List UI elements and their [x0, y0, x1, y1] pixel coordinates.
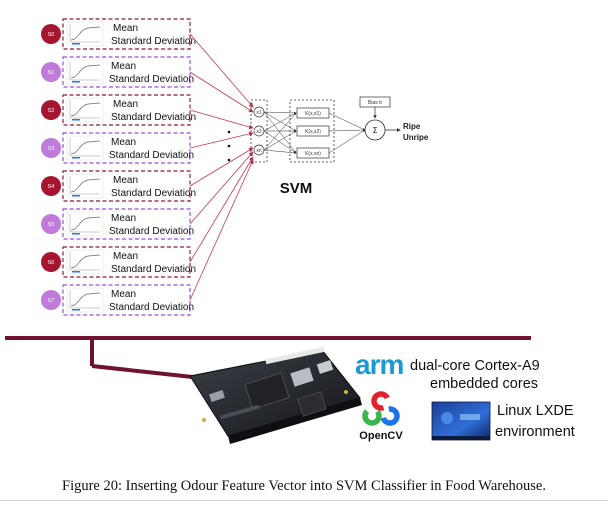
sensor-id: S7 — [48, 298, 55, 304]
arm-text-line2: embedded cores — [430, 376, 538, 392]
feature-arrow — [189, 159, 254, 301]
sensor-mean-label: Mean — [111, 137, 136, 148]
sensor-chart-icon — [66, 97, 104, 123]
fpga-board-image — [189, 346, 362, 444]
output-ripe: Ripe — [403, 122, 421, 131]
bias-label: Bias b — [368, 100, 382, 106]
input-layer-box — [250, 99, 268, 163]
kernel-node-label: K(x,x2) — [305, 129, 321, 135]
feature-arrow — [189, 151, 254, 225]
feature-arrows — [189, 33, 254, 301]
ellipsis-dot — [227, 130, 231, 134]
bus-bar — [5, 336, 531, 340]
sensor-id: S2 — [48, 108, 55, 114]
sensor-chart-icon — [66, 21, 104, 47]
feature-arrow — [189, 33, 254, 108]
sensor-id: S1 — [48, 70, 55, 76]
sensor-mean-label: Mean — [113, 175, 138, 186]
sensor-std-label: Standard Deviation — [111, 36, 196, 47]
feature-arrow — [189, 147, 254, 187]
svm-network: x1 x2 xn K(x,x1) K(x,x2) K(x,xn) Σ Bias b Rip… — [227, 96, 429, 197]
sensor-mean-label: Mean — [113, 99, 138, 110]
sensor-frame — [62, 94, 191, 126]
sensor-frame — [62, 170, 191, 202]
sensor-chart-icon — [66, 287, 104, 313]
sensor-mean-label: Mean — [113, 251, 138, 262]
linux-text-line2: environment — [495, 424, 575, 440]
sensor-chart-icon — [66, 211, 104, 237]
sensor-std-label: Standard Deviation — [111, 188, 196, 199]
sensor-frame — [62, 246, 191, 278]
linux-text-line1: Linux LXDE — [497, 403, 574, 419]
sensor-mean-label: Mean — [111, 289, 136, 300]
input-node-label: xn — [256, 148, 262, 154]
sensor-badge — [41, 62, 61, 82]
sensor-badge — [41, 290, 61, 310]
sensor-chart-icon — [66, 59, 104, 85]
sensor-mean-label: Mean — [111, 213, 136, 224]
sensor-chart-icon — [66, 249, 104, 275]
arm-text-line1: dual-core Cortex-A9 — [410, 358, 540, 374]
sensor-id: S5 — [48, 222, 55, 228]
sensor-id: S3 — [48, 146, 55, 152]
sensor-frame — [62, 208, 191, 240]
sensor-std-label: Standard Deviation — [109, 226, 194, 237]
sensor-badge — [41, 176, 61, 196]
ellipsis-dot — [227, 144, 231, 148]
sensor-std-label: Standard Deviation — [109, 302, 194, 313]
sum-symbol: Σ — [372, 126, 377, 135]
sensor-std-label: Standard Deviation — [111, 264, 196, 275]
figure-caption: Figure 20: Inserting Odour Feature Vecto… — [62, 478, 546, 494]
sensor-chart-icon — [66, 135, 104, 161]
sensor-badge — [41, 24, 61, 44]
sensor-id: S4 — [48, 184, 55, 190]
feature-arrow — [189, 156, 254, 263]
opencv-logo: OpenCV — [359, 391, 403, 442]
sensor-badge — [41, 214, 61, 234]
sensor-chart-icon — [66, 173, 104, 199]
sensor-mean-label: Mean — [111, 61, 136, 72]
linux-desktop-image — [431, 401, 491, 441]
kernel-node-label: K(x,x1) — [305, 111, 321, 117]
sensor-badge — [41, 138, 61, 158]
feature-arrow — [189, 109, 254, 130]
svm-title: SVM — [280, 180, 313, 197]
feature-arrow — [189, 71, 254, 113]
sensor-frame — [62, 132, 191, 164]
input-node-label: x1 — [256, 110, 262, 116]
kernel-node-label: K(x,xn) — [305, 151, 321, 157]
sensor-frame — [62, 56, 191, 88]
ellipsis-dot — [227, 158, 231, 162]
sensor-std-label: Standard Deviation — [109, 74, 194, 85]
bus-drop — [90, 338, 94, 366]
sensor-frame — [62, 18, 191, 50]
sensor-mean-label: Mean — [113, 23, 138, 34]
sensor-std-label: Standard Deviation — [109, 150, 194, 161]
sensor-std-label: Standard Deviation — [111, 112, 196, 123]
sensor-badge — [41, 100, 61, 120]
opencv-label: OpenCV — [359, 430, 403, 442]
bottom-rule — [0, 500, 608, 501]
feature-arrow — [189, 131, 254, 149]
sensor-frame — [62, 284, 191, 316]
arm-logo: arm — [355, 349, 403, 380]
sensor-id: S6 — [48, 260, 55, 266]
output-unripe: Unripe — [403, 133, 429, 142]
input-node-label: x2 — [256, 129, 262, 135]
sensor-badge — [41, 252, 61, 272]
sensor-id: S0 — [48, 32, 55, 38]
